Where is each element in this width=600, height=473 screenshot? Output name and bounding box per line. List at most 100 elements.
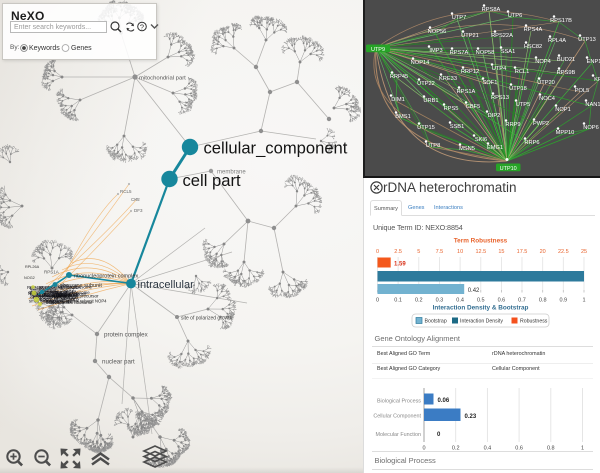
svg-text:25: 25 xyxy=(581,249,587,255)
svg-text:CBF5: CBF5 xyxy=(466,104,481,110)
svg-text:0.4: 0.4 xyxy=(484,446,492,452)
svg-text:ribosomal subunit NOP4: ribosomal subunit NOP4 xyxy=(60,299,107,304)
svg-text:small subunit: small subunit xyxy=(53,293,79,298)
svg-text:22.5: 22.5 xyxy=(558,249,569,255)
svg-text:NSA2: NSA2 xyxy=(62,287,74,292)
svg-text:Robustness: Robustness xyxy=(520,319,548,325)
svg-text:SOF1: SOF1 xyxy=(483,80,498,86)
svg-text:RPS6A: RPS6A xyxy=(66,285,80,290)
svg-text:RPL4A: RPL4A xyxy=(55,290,69,295)
svg-text:UTP7: UTP7 xyxy=(452,15,467,21)
svg-text:NOG1: NOG1 xyxy=(51,299,64,304)
svg-text:0.9: 0.9 xyxy=(559,298,567,304)
svg-text:2.5: 2.5 xyxy=(394,249,402,255)
svg-text:0.2: 0.2 xyxy=(452,446,460,452)
svg-text:DIP2: DIP2 xyxy=(488,113,501,119)
svg-text:BRX1: BRX1 xyxy=(54,296,66,301)
svg-text:NSA2: NSA2 xyxy=(67,295,79,300)
svg-text:0.06: 0.06 xyxy=(438,398,450,404)
svg-text:RPL16B: RPL16B xyxy=(44,292,60,297)
svg-text:ribosomal subunit: ribosomal subunit xyxy=(31,293,66,298)
svg-text:small subunit: small subunit xyxy=(29,298,55,303)
svg-text:12.5: 12.5 xyxy=(475,249,486,255)
svg-text:DF3: DF3 xyxy=(134,208,143,213)
svg-text:NOG2: NOG2 xyxy=(24,276,35,280)
svg-text:RCL1: RCL1 xyxy=(515,69,530,75)
svg-text:KRE: KRE xyxy=(594,77,600,83)
svg-text:NOP4: NOP4 xyxy=(535,59,551,65)
svg-text:RPS8A: RPS8A xyxy=(482,7,501,13)
svg-text:NOP7: NOP7 xyxy=(66,291,79,296)
svg-text:90S preribosome: 90S preribosome xyxy=(59,285,93,290)
svg-text:RPS11B: RPS11B xyxy=(61,284,78,289)
svg-text:RPL16B: RPL16B xyxy=(52,283,68,288)
svg-text:0.8: 0.8 xyxy=(547,446,555,452)
svg-text:RPS24A: RPS24A xyxy=(39,285,56,290)
svg-text:?: ? xyxy=(140,22,144,31)
svg-text:RRP9: RRP9 xyxy=(505,122,520,128)
svg-text:UTP20: UTP20 xyxy=(537,80,555,86)
svg-text:NOP7: NOP7 xyxy=(37,293,50,298)
svg-text:IMP3: IMP3 xyxy=(429,48,442,54)
svg-text:BUD21: BUD21 xyxy=(557,57,575,63)
svg-text:MAK16: MAK16 xyxy=(44,296,59,301)
svg-text:UTP6: UTP6 xyxy=(508,13,523,19)
svg-text:RPS1A: RPS1A xyxy=(44,270,59,275)
svg-text:Interaction Density & Bootstra: Interaction Density & Bootstrap xyxy=(433,305,529,312)
svg-text:MSN5: MSN5 xyxy=(459,146,475,152)
svg-text:RPF2: RPF2 xyxy=(40,298,52,303)
svg-text:Molecular Function: Molecular Function xyxy=(375,432,421,438)
svg-text:0.1: 0.1 xyxy=(394,298,402,304)
svg-text:Interaction Density: Interaction Density xyxy=(460,319,503,325)
svg-text:0.2: 0.2 xyxy=(415,298,423,304)
svg-text:cell part: cell part xyxy=(183,171,241,190)
svg-text:nuclear part: nuclear part xyxy=(102,359,135,366)
svg-text:0.7: 0.7 xyxy=(518,298,526,304)
svg-text:membrane: membrane xyxy=(217,170,246,176)
svg-text:HSC82: HSC82 xyxy=(524,44,542,50)
svg-text:RPS17B: RPS17B xyxy=(550,18,572,24)
svg-text:intracellular: intracellular xyxy=(138,279,195,291)
svg-text:mitochondrial ribosome: mitochondrial ribosome xyxy=(46,300,93,305)
svg-text:KRE33: KRE33 xyxy=(439,76,457,82)
svg-text:UTP4: UTP4 xyxy=(492,66,507,72)
svg-text:EMG1: EMG1 xyxy=(487,145,503,151)
svg-text:RPS7A: RPS7A xyxy=(450,50,469,56)
svg-text:site of polarized growth: site of polarized growth xyxy=(181,316,233,322)
svg-text:ribonucleoprotein complex: ribonucleoprotein complex xyxy=(74,274,138,280)
svg-text:RRP1: RRP1 xyxy=(47,290,59,295)
svg-text:UTP15: UTP15 xyxy=(417,125,435,131)
svg-text:NOC4: NOC4 xyxy=(539,96,555,102)
svg-text:NOP14: NOP14 xyxy=(411,60,430,66)
svg-text:MPP10: MPP10 xyxy=(556,130,575,136)
svg-text:1: 1 xyxy=(582,298,585,304)
svg-text:preribosome: preribosome xyxy=(55,292,80,297)
svg-text:URB1: URB1 xyxy=(423,98,438,104)
svg-text:Biological Process: Biological Process xyxy=(377,399,421,405)
svg-text:ribosomal subunit: ribosomal subunit xyxy=(52,291,87,296)
svg-text:RRP1: RRP1 xyxy=(66,294,78,299)
svg-text:SSF1: SSF1 xyxy=(66,290,78,295)
svg-text:NOP1: NOP1 xyxy=(555,107,571,113)
svg-text:RPL26A: RPL26A xyxy=(25,265,40,269)
svg-text:POL5: POL5 xyxy=(575,88,590,94)
svg-text:RPL4A: RPL4A xyxy=(51,291,65,296)
svg-text:0: 0 xyxy=(422,446,425,452)
svg-text:BMS1: BMS1 xyxy=(395,114,411,120)
svg-text:Bootstrap: Bootstrap xyxy=(425,319,447,325)
svg-text:5: 5 xyxy=(417,249,420,255)
svg-text:RLP7: RLP7 xyxy=(64,297,76,302)
svg-text:Term Robustness: Term Robustness xyxy=(454,238,508,245)
svg-text:RPL4A: RPL4A xyxy=(30,291,44,296)
svg-text:0.5: 0.5 xyxy=(477,298,485,304)
svg-text:1: 1 xyxy=(581,446,584,452)
svg-text:ENP1: ENP1 xyxy=(587,59,600,65)
svg-text:RRP6: RRP6 xyxy=(524,140,539,146)
svg-text:mitochondrial part: mitochondrial part xyxy=(139,76,186,82)
svg-text:RPS1A: RPS1A xyxy=(457,89,476,95)
svg-text:0: 0 xyxy=(437,432,441,438)
svg-text:processome: processome xyxy=(42,293,66,298)
svg-text:NAN1: NAN1 xyxy=(585,102,600,108)
svg-text:RPS5: RPS5 xyxy=(444,106,459,112)
svg-text:RRP45: RRP45 xyxy=(390,74,408,80)
